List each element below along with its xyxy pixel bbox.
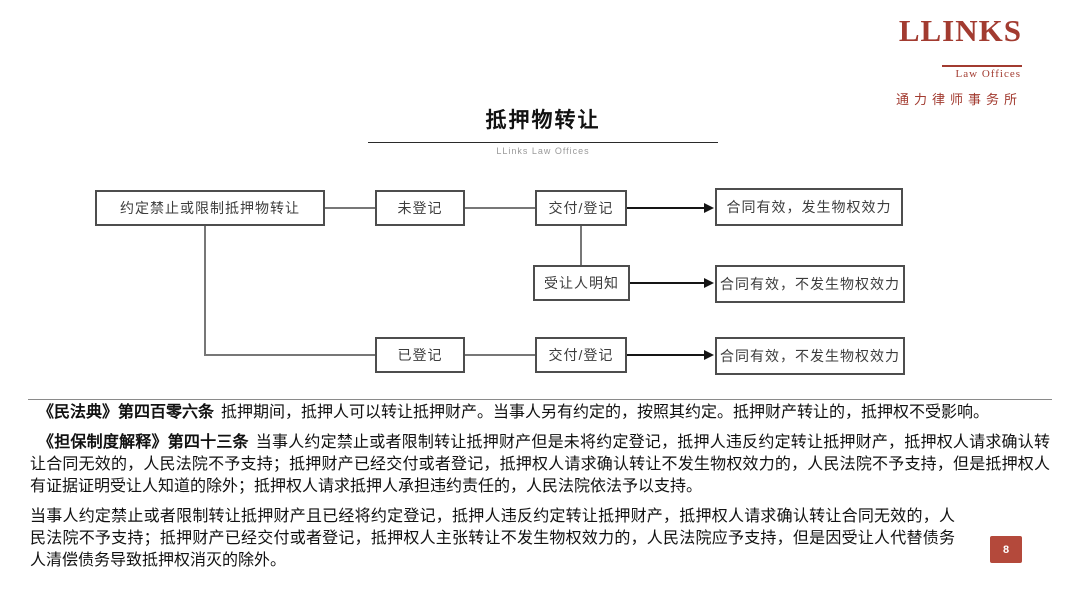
flow-box-deliver-reg-2: 交付/登记 [535,337,627,373]
connector-deliver-down-to-knew [580,226,582,265]
civil-code-body: 抵押期间，抵押人可以转让抵押财产。当事人另有约定的，按照其约定。抵押财产转让的，… [221,404,990,421]
connector-down-to-registered [204,354,375,356]
guarantee-continued-body: 当事人约定禁止或者限制转让抵押财产且已经将约定登记，抵押人违反约定转让抵押财产，… [30,508,955,569]
connector-restrict-down [204,226,206,356]
flow-box-valid-no-effect-2: 合同有效，不发生物权效力 [715,337,905,375]
flow-box-transferee-knew: 受让人明知 [533,265,630,301]
page-title: 抵押物转让 [368,104,718,143]
connector-deliver2-to-noeffect [627,354,705,356]
connector-knew-to-noeffect [630,282,705,284]
connector-notreg-to-deliver [465,207,535,209]
legal-text-block: 《民法典》第四百零六条抵押期间，抵押人可以转让抵押财产。当事人另有约定的，按照其… [30,402,1050,572]
page-number-badge: 8 [990,536,1022,563]
arrowhead-row2-icon [704,278,714,288]
flow-box-valid-no-effect-1: 合同有效，不发生物权效力 [715,265,905,303]
paragraph-guarantee-interpretation: 《担保制度解释》第四十三条当事人约定禁止或者限制转让抵押财产但是未将约定登记，抵… [30,432,1050,498]
civil-code-ref: 《民法典》第四百零六条 [38,404,215,421]
flow-box-valid-effect: 合同有效，发生物权效力 [715,188,903,226]
llinks-logo: LLINKS Law Offices 通力律师事务所 [895,13,1022,108]
guarantee-ref: 《担保制度解释》第四十三条 [38,434,249,451]
connector-deliver-to-valid [627,207,705,209]
divider-line [28,399,1052,400]
logo-law-offices: Law Offices [941,65,1022,80]
flow-box-registered: 已登记 [375,337,465,373]
paragraph-guarantee-continued: 当事人约定禁止或者限制转让抵押财产且已经将约定登记，抵押人违反约定转让抵押财产，… [30,506,1050,572]
flow-box-not-registered: 未登记 [375,190,465,226]
flow-box-restrict: 约定禁止或限制抵押物转让 [95,190,325,226]
paragraph-civil-code: 《民法典》第四百零六条抵押期间，抵押人可以转让抵押财产。当事人另有约定的，按照其… [30,402,1050,424]
header-subtitle: LLinks Law Offices [496,146,590,156]
connector-registered-to-deliver [465,354,535,356]
logo-wordmark: LLINKS [898,13,1022,48]
guarantee-body: 当事人约定禁止或者限制转让抵押财产但是未将约定登记，抵押人违反约定转让抵押财产，… [30,434,1050,495]
header: 抵押物转让 LLinks Law Offices [368,104,718,156]
logo-chinese-name: 通力律师事务所 [895,92,1022,107]
connector-restrict-to-notreg [325,207,375,209]
arrowhead-row3-icon [704,350,714,360]
arrowhead-row1-icon [704,203,714,213]
flow-box-deliver-reg-1: 交付/登记 [535,190,627,226]
